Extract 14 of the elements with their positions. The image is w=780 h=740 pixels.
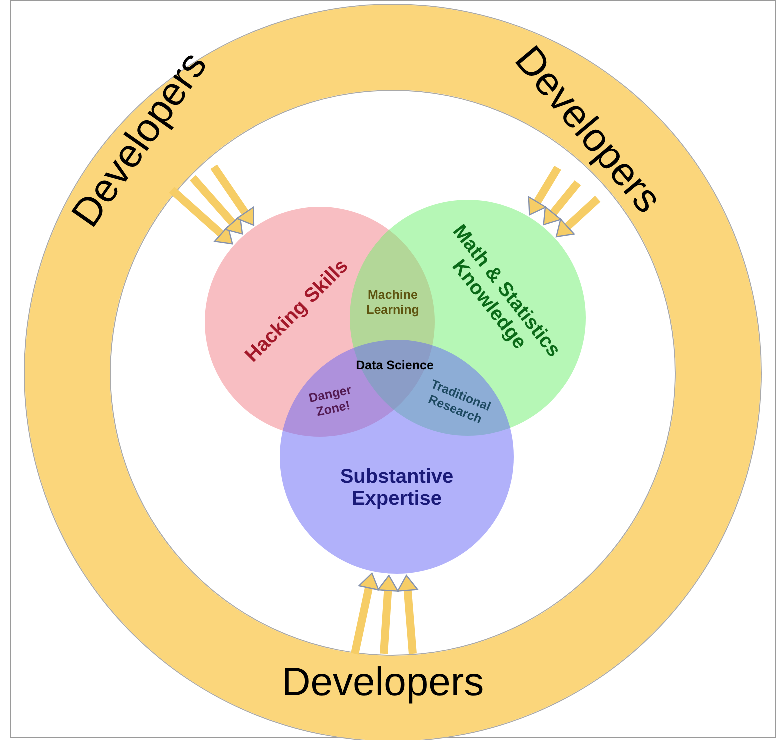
block-arrow [351,572,380,655]
block-arrow [190,175,244,235]
block-arrow [528,166,562,216]
block-arrow [169,187,234,245]
block-arrow [556,196,601,238]
block-arrow [543,180,582,226]
circle-label: Substantive Expertise [339,466,455,510]
overlap-label: Danger Zone! [306,382,354,422]
block-arrow [210,164,255,226]
overlap-label: Machine Learning [366,288,420,318]
block-arrow [378,575,399,654]
overlap-label: Data Science [355,358,435,374]
block-arrow [397,575,418,654]
ring-label: Developers [282,660,484,706]
